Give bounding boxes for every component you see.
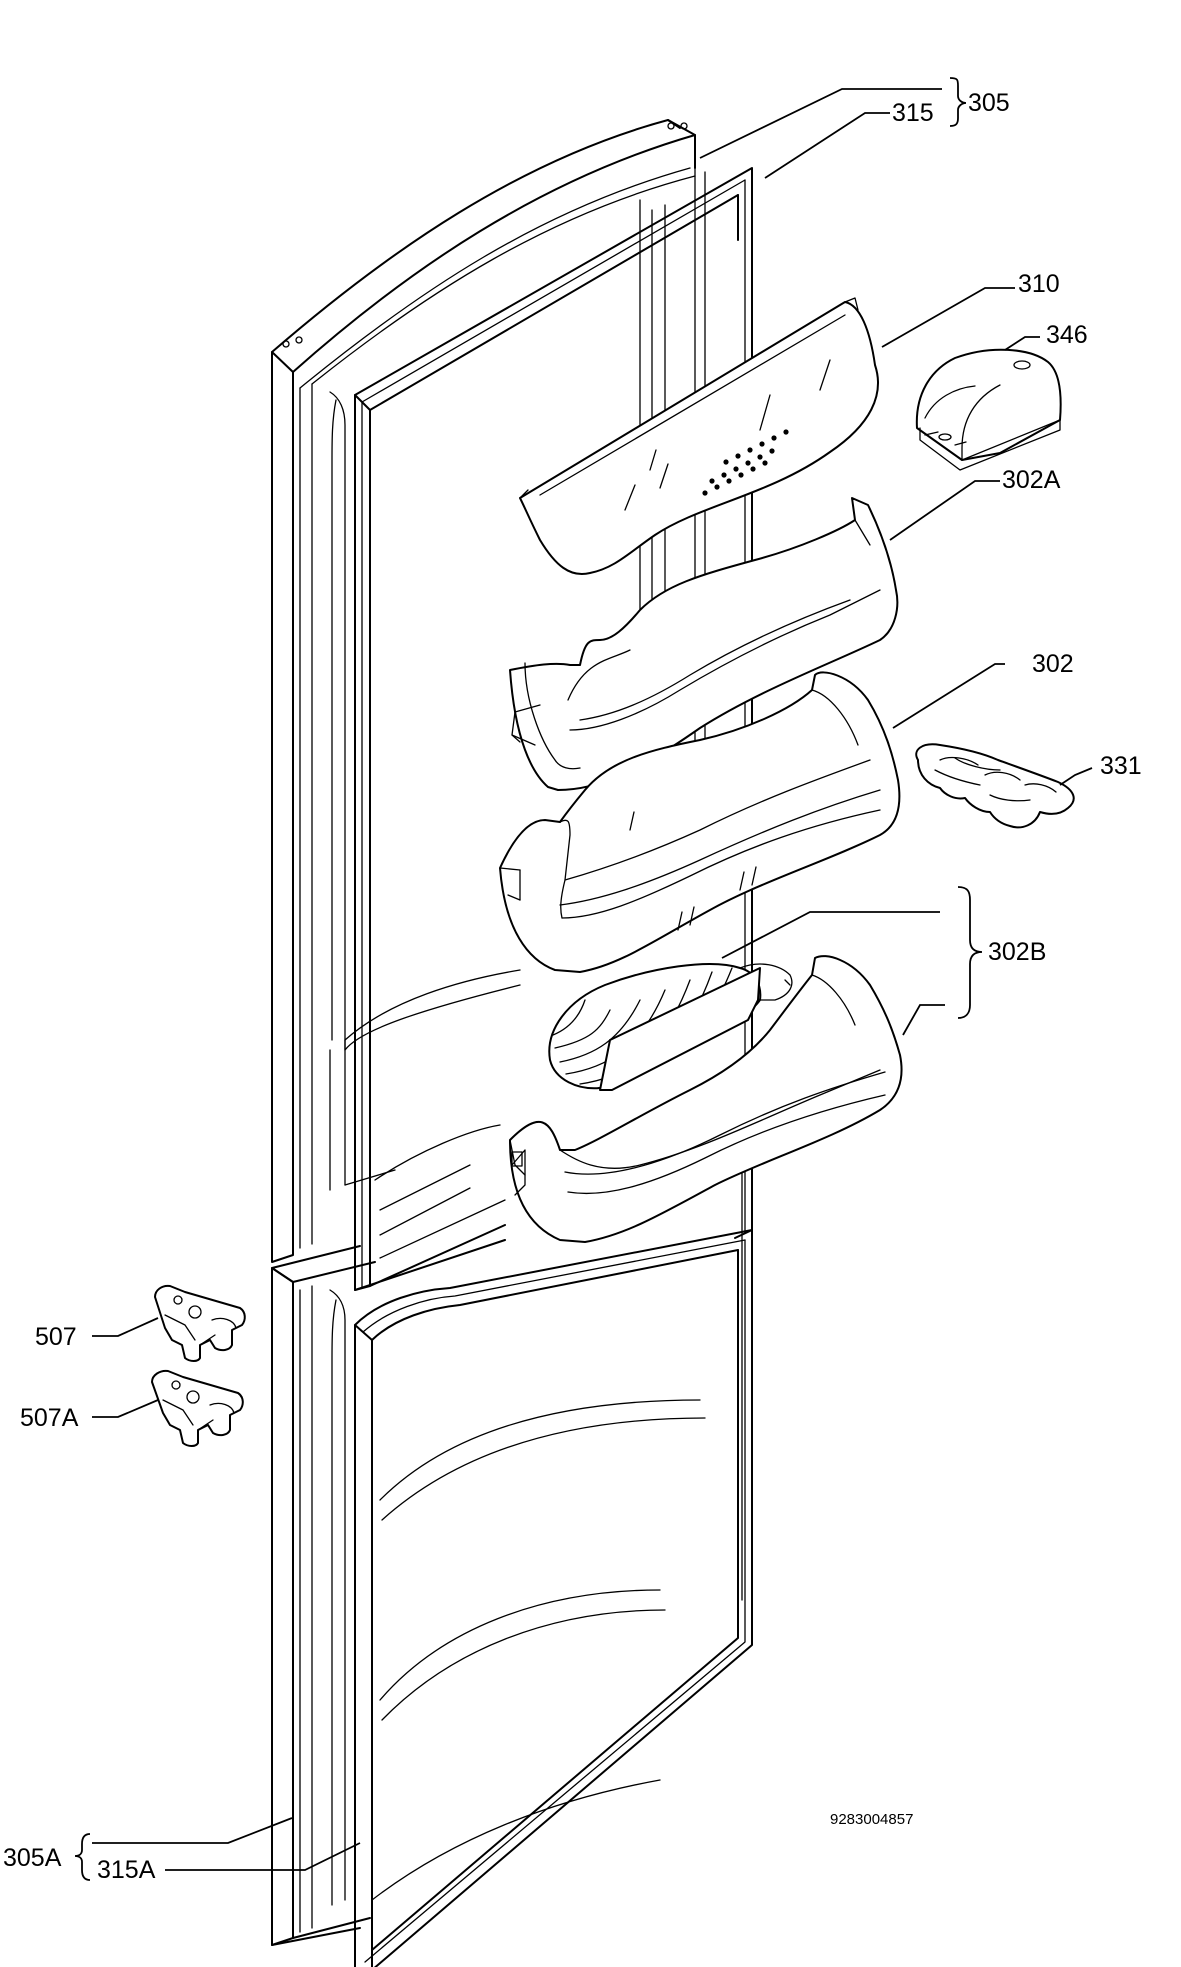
drawing-number: 9283004857	[830, 1811, 913, 1828]
label-346: 346	[1046, 321, 1088, 349]
part-331-egg-tray	[915, 743, 1075, 829]
part-302A-door-shelf	[509, 497, 899, 791]
label-305A: 305A	[3, 1844, 62, 1872]
label-305: 305	[968, 89, 1010, 117]
part-507A-hinge	[151, 1369, 244, 1447]
part-346-butter-dish	[915, 348, 1062, 471]
part-302-door-shelf	[499, 671, 901, 973]
part-labels: 305 315 310 346 302A 302 331 302B 507 50…	[3, 89, 1142, 1884]
leader-lines	[92, 88, 1093, 1871]
label-302B: 302B	[988, 938, 1046, 966]
lower-door-gasket	[354, 1229, 753, 1967]
label-315A: 315A	[97, 1856, 156, 1884]
label-302A: 302A	[1002, 466, 1061, 494]
label-302: 302	[1032, 650, 1074, 678]
label-331: 331	[1100, 752, 1142, 780]
lower-door	[271, 1245, 376, 1946]
braces	[74, 77, 983, 1881]
label-507A: 507A	[20, 1404, 79, 1432]
part-302B-bottle-shelf	[509, 955, 903, 1243]
label-315: 315	[892, 99, 934, 127]
label-507: 507	[35, 1323, 77, 1351]
part-507-hinge	[154, 1284, 246, 1362]
part-310-dairy-cover	[519, 297, 879, 576]
label-310: 310	[1018, 270, 1060, 298]
